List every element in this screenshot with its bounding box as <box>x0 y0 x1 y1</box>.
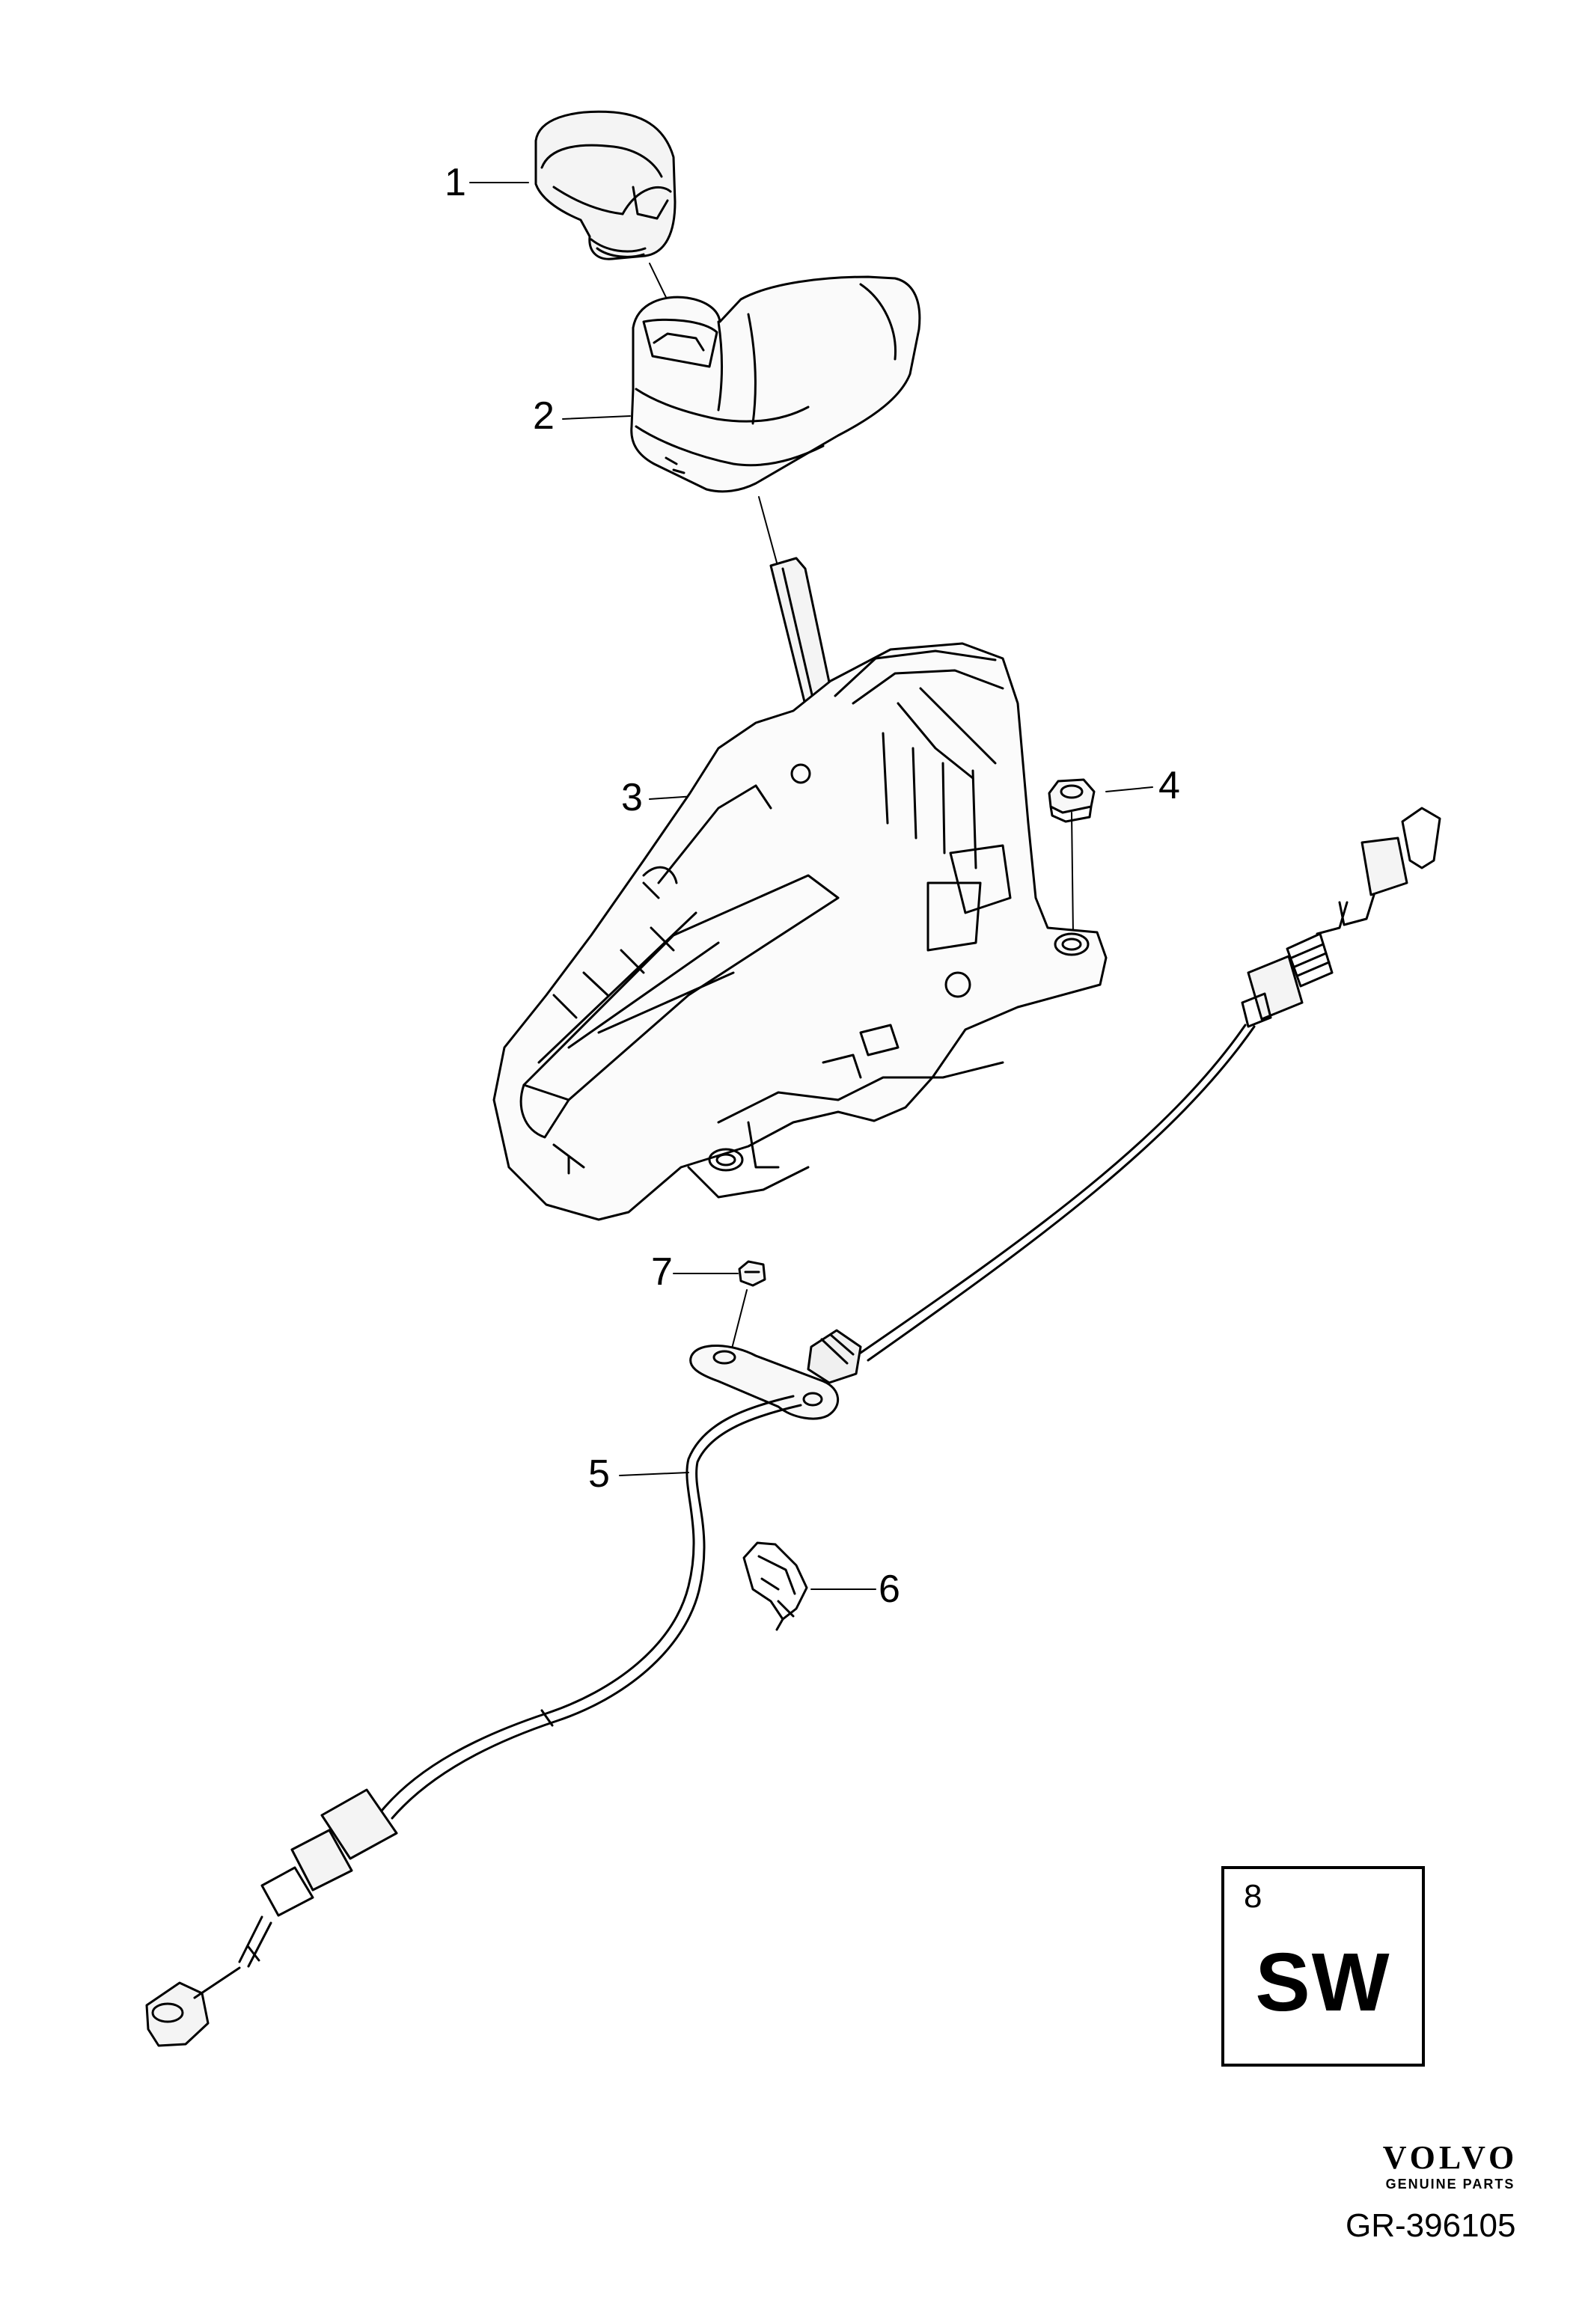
callout-5: 5 <box>588 1452 610 1496</box>
diagram-reference: GR-396105 <box>1346 2207 1516 2244</box>
callout-3: 3 <box>621 776 643 819</box>
gear-selector-housing-part <box>492 557 1108 1221</box>
small-nut-part <box>738 1260 766 1287</box>
shift-knob-part <box>534 110 677 260</box>
callout-7: 7 <box>651 1250 673 1294</box>
shift-boot-part <box>630 275 921 493</box>
callout-1: 1 <box>445 161 466 204</box>
sw-box-code: SW <box>1255 1936 1391 2028</box>
leader-lines <box>469 182 1153 1590</box>
nut-part <box>1048 778 1096 823</box>
brand-name: VOLVO <box>1382 2139 1518 2176</box>
sw-box-number: 8 <box>1244 1878 1262 1915</box>
brand-logo: VOLVO GENUINE PARTS <box>1338 2138 1563 2192</box>
callout-6: 6 <box>879 1568 900 1611</box>
clip-part <box>742 1541 808 1631</box>
sw-reference-box: 8 SW <box>1221 1866 1425 2067</box>
brand-subtitle: GENUINE PARTS <box>1385 2177 1515 2192</box>
callout-2: 2 <box>533 394 555 438</box>
callout-4: 4 <box>1158 764 1180 807</box>
shift-cable-part <box>145 807 1441 2047</box>
